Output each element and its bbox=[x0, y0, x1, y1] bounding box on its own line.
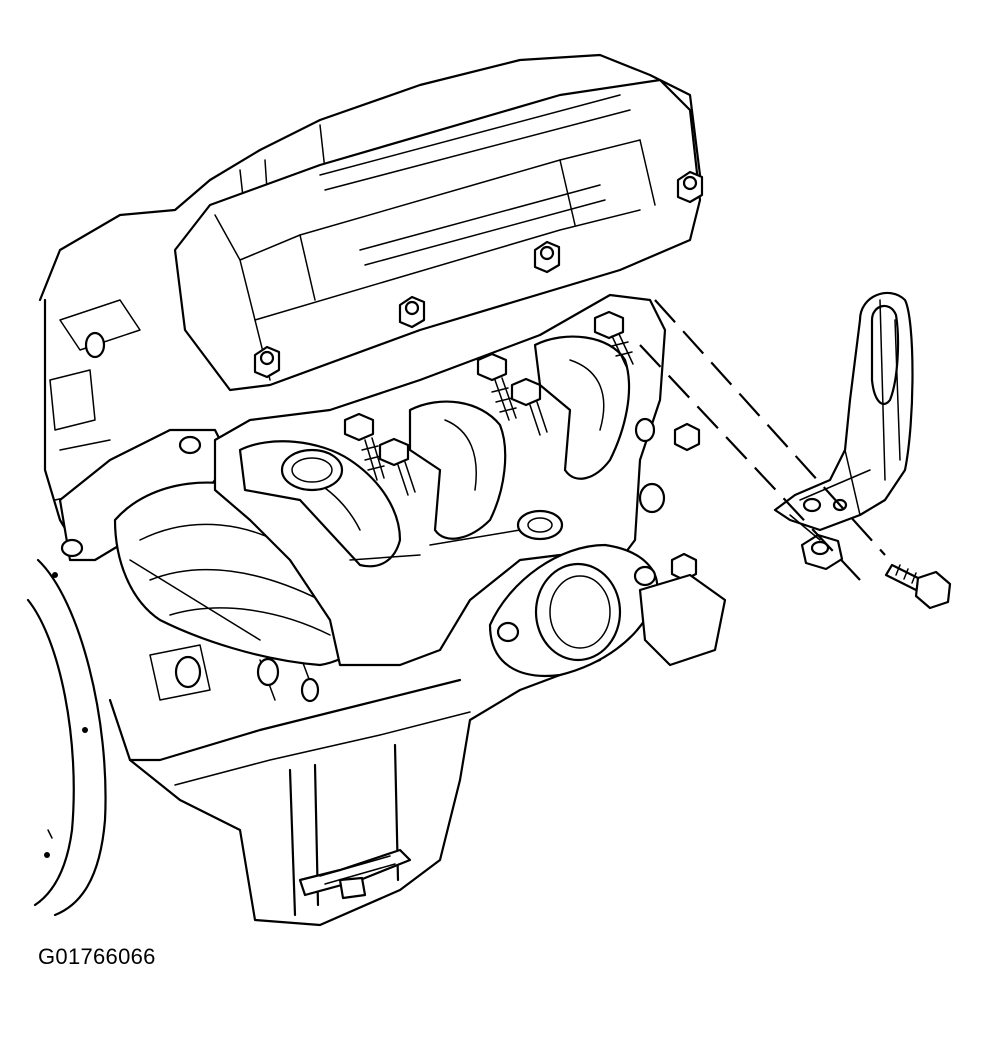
exhaust-pipe-flange bbox=[488, 543, 727, 677]
valve-cover-bolt bbox=[533, 240, 561, 274]
manifold-stud bbox=[476, 352, 548, 436]
bracket-bolt bbox=[884, 563, 952, 610]
manifold-stud bbox=[593, 310, 634, 367]
lift-bracket bbox=[773, 291, 914, 532]
manifold-stud bbox=[343, 412, 416, 496]
flywheel bbox=[26, 558, 107, 917]
assembly-leader-lines bbox=[639, 299, 886, 581]
valve-cover-bolt bbox=[398, 295, 426, 329]
valve-cover bbox=[173, 78, 704, 392]
figure-id-label: G01766066 bbox=[38, 944, 156, 969]
manifold-studs bbox=[343, 310, 701, 582]
engine-block bbox=[38, 53, 702, 927]
valve-cover-bolt bbox=[676, 170, 704, 204]
valve-cover-bolt bbox=[253, 345, 281, 379]
manifold-stud bbox=[670, 422, 701, 582]
